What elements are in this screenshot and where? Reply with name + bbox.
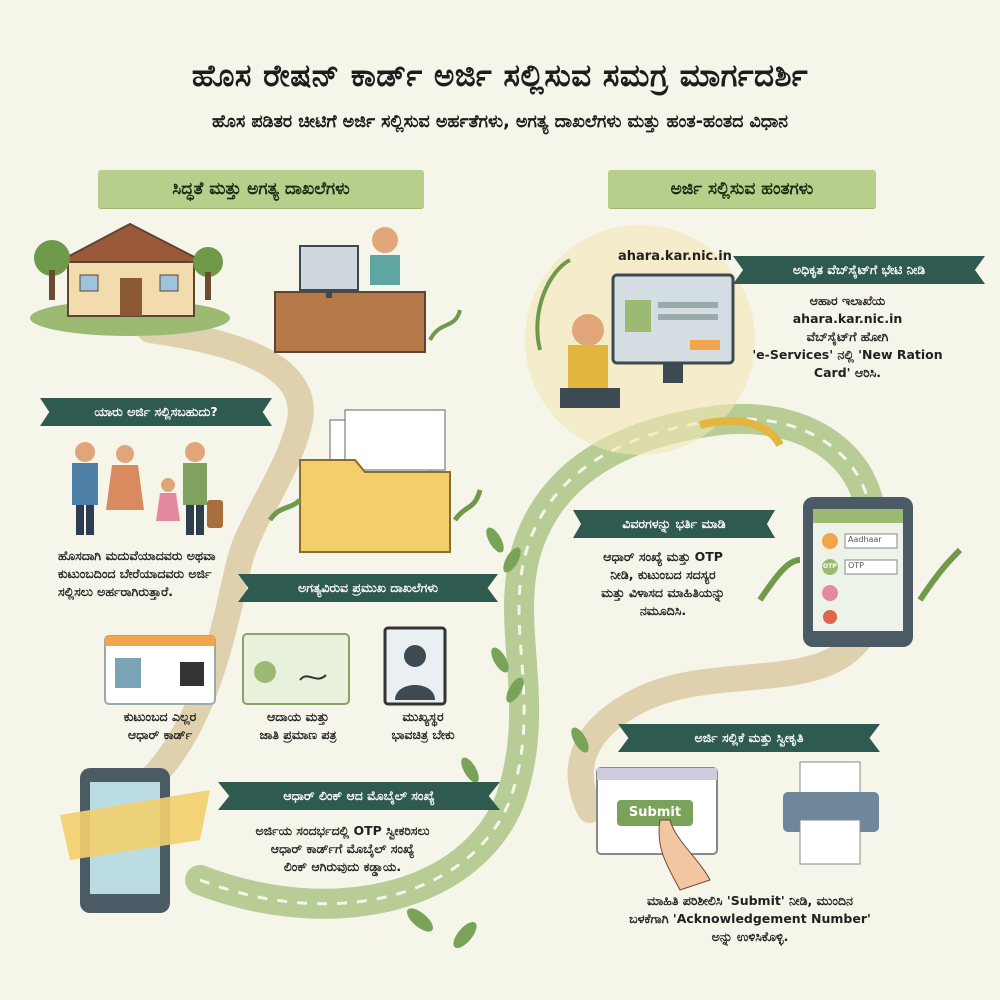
computer-user-icon [535, 258, 784, 448]
right-section-title: ಅರ್ಜಿ ಸಲ್ಲಿಸುವ ಹಂತಗಳು [608, 170, 876, 208]
submit-button-icon [596, 767, 718, 891]
step3-label: ಅರ್ಜಿ ಸಲ್ಲಿಕೆ ಮತ್ತು ಸ್ವೀಕೃತಿ [618, 724, 880, 752]
leaf-icon [406, 527, 589, 949]
mobile-phone-icon [60, 768, 210, 913]
certificate-card-icon [242, 633, 350, 705]
submit-button[interactable]: Submit [628, 805, 682, 820]
form-otp-field: OTP [848, 561, 865, 570]
eligibility-text: ಹೊಸದಾಗಿ ಮದುವೆಯಾದವರು ಅಥವಾ ಕುಟುಂಬದಿಂದ ಬೇರೆ… [58, 548, 216, 599]
photo-icon [383, 626, 447, 706]
left-section-title: ಸಿದ್ಧತೆ ಮತ್ತು ಅಗತ್ಯ ದಾಖಲೆಗಳು [98, 170, 424, 208]
aadhaar-caption: ಕುಟುಂಬದ ಎಲ್ಲರ ಆಧಾರ್ ಕಾರ್ಡ್ [123, 709, 197, 742]
house-icon [30, 222, 230, 336]
aadhaar-card-icon [104, 635, 216, 705]
step1-text: ಆಹಾರ ಇಲಾಖೆಯ ahara.kar.nic.in ವೆಬ್‌ಸೈಟ್‌ಗ… [752, 293, 943, 380]
form-otp-chip: OTP [823, 563, 837, 570]
family-icon [72, 442, 223, 535]
mobile-text: ಅರ್ಜಿಯ ಸಂದರ್ಭದಲ್ಲಿ OTP ಸ್ವೀಕರಿಸಲು ಆಧಾರ್ … [255, 823, 430, 874]
printer-icon [783, 761, 879, 865]
website-url-label: ahara.kar.nic.in [618, 249, 732, 264]
folder-icon [267, 409, 483, 553]
photo-caption: ಮುಖ್ಯಸ್ಥರ ಭಾವಚಿತ್ರ ಬೇಕು [391, 709, 455, 742]
tablet-form-icon [757, 497, 963, 647]
office-worker-icon [274, 227, 462, 353]
step1-label: ಅಧಿಕೃತ ವೆಬ್‌ಸೈಟ್‌ಗೆ ಭೇಟಿ ನೀಡಿ [733, 256, 985, 284]
tan-road [567, 607, 883, 823]
step2-text: ಆಧಾರ್ ಸಂಖ್ಯೆ ಮತ್ತು OTP ನೀಡಿ, ಕುಟುಂಬದ ಸದಸ… [601, 549, 725, 618]
page-subtitle: ಹೊಸ ಪಡಿತರ ಚೀಟಿಗೆ ಅರ್ಜಿ ಸಲ್ಲಿಸುವ ಅರ್ಹತೆಗಳ… [211, 112, 789, 132]
certificate-caption: ಆದಾಯ ಮತ್ತು ಜಾತಿ ಪ್ರಮಾಣ ಪತ್ರ [259, 709, 337, 742]
page-title: ಹೊಸ ರೇಷನ್ ಕಾರ್ಡ್ ಅರ್ಜಿ ಸಲ್ಲಿಸುವ ಸಮಗ್ರ ಮಾ… [191, 58, 809, 94]
form-aadhaar-field: Aadhaar [848, 535, 882, 544]
eligibility-label: ಯಾರು ಅರ್ಜಿ ಸಲ್ಲಿಸಬಹುದು? [40, 398, 272, 426]
mobile-label: ಆಧಾರ್ ಲಿಂಕ್ ಆದ ಮೊಬೈಲ್ ಸಂಖ್ಯೆ [218, 782, 500, 810]
step3-text: ಮಾಹಿತಿ ಪರಿಶೀಲಿಸಿ 'Submit' ನೀಡಿ, ಮುಂದಿನ ಬ… [629, 893, 871, 944]
documents-label: ಅಗತ್ಯವಿರುವ ಪ್ರಮುಖ ದಾಖಲೆಗಳು [238, 574, 498, 602]
step2-label: ವಿವರಗಳನ್ನು ಭರ್ತಿ ಮಾಡಿ [573, 510, 775, 538]
